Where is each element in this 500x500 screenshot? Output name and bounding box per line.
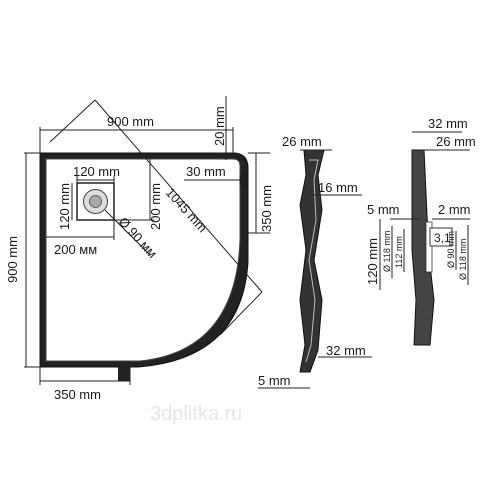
label-drain-offset-y: 200 mm — [148, 183, 163, 230]
diagonal-ext — [49, 99, 96, 143]
label-detail-d112: 112 mm — [394, 236, 404, 268]
diagonal-ext2 — [219, 291, 263, 336]
label-straight-right: 350 mm — [259, 185, 274, 232]
label-side-bottom-left: 5 mm — [258, 373, 291, 388]
label-detail-left: 5 mm — [367, 202, 400, 217]
detail-pipe — [425, 221, 433, 273]
label-height-left: 900 mm — [5, 236, 20, 283]
label-detail-right: 2 mm — [438, 202, 471, 217]
diagonal-line — [94, 99, 263, 293]
label-side-bottom-right: 32 mm — [326, 343, 366, 358]
tray-top-view — [24, 96, 270, 385]
drain-detail — [379, 131, 470, 346]
tray-foot — [118, 365, 130, 381]
label-side-top: 26 mm — [282, 134, 322, 149]
label-width-top: 900 mm — [107, 114, 154, 129]
label-detail-top: 32 mm — [428, 116, 468, 131]
detail-31-box — [429, 227, 453, 247]
label-drain-width: 120 mm — [73, 164, 120, 179]
profile-shape — [299, 149, 325, 373]
detail-profile — [411, 149, 435, 346]
label-detail-31: 3,1 — [434, 231, 451, 245]
label-drain-offset-x: 200 мм — [54, 242, 97, 257]
label-detail-height: 120 mm — [365, 238, 380, 285]
label-detail-d90: Ø 90 mm — [446, 231, 456, 268]
watermark: 3dplitka.ru — [150, 403, 242, 425]
profile-inner — [305, 159, 319, 363]
label-drain-height: 120 mm — [57, 183, 72, 230]
label-detail-top2: 26 mm — [436, 134, 476, 149]
side-profile — [258, 149, 372, 389]
label-detail-d118: Ø 118 mm — [382, 231, 392, 272]
label-side-mid: 16 mm — [318, 180, 358, 195]
drain-center — [89, 195, 102, 208]
label-rim-top: 20 mm — [212, 106, 227, 146]
label-straight-bottom: 350 mm — [54, 387, 101, 402]
label-rim-right: 30 mm — [186, 164, 226, 179]
leader-drain-diameter — [104, 209, 151, 256]
label-detail-d118b: Ø 118 mm — [458, 239, 468, 280]
